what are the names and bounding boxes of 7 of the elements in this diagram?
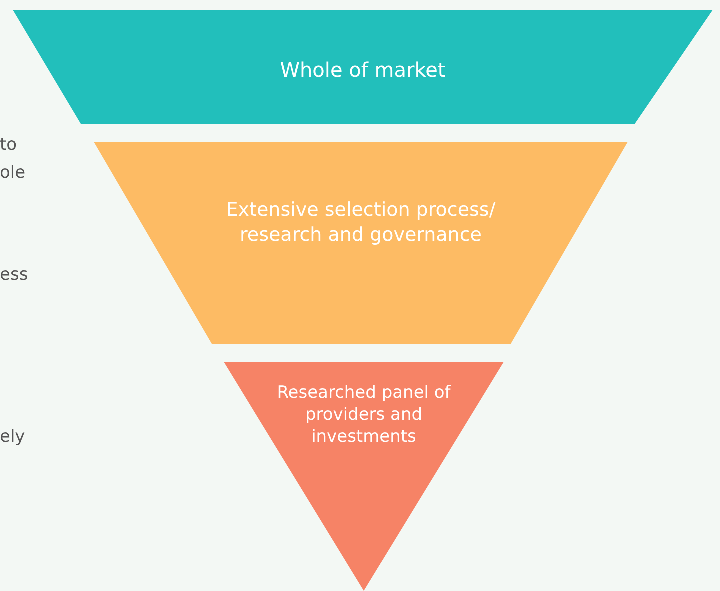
cut-off-text: ely bbox=[0, 427, 26, 447]
cut-off-text: ess bbox=[0, 265, 28, 285]
funnel-label: Researched panel of providers and investments bbox=[276, 382, 452, 448]
funnel-label: Whole of market bbox=[279, 57, 447, 83]
funnel-label: Extensive selection process/ research and governance bbox=[225, 198, 497, 248]
cut-off-text: to bbox=[0, 135, 18, 155]
cut-off-text: ole bbox=[0, 163, 26, 183]
